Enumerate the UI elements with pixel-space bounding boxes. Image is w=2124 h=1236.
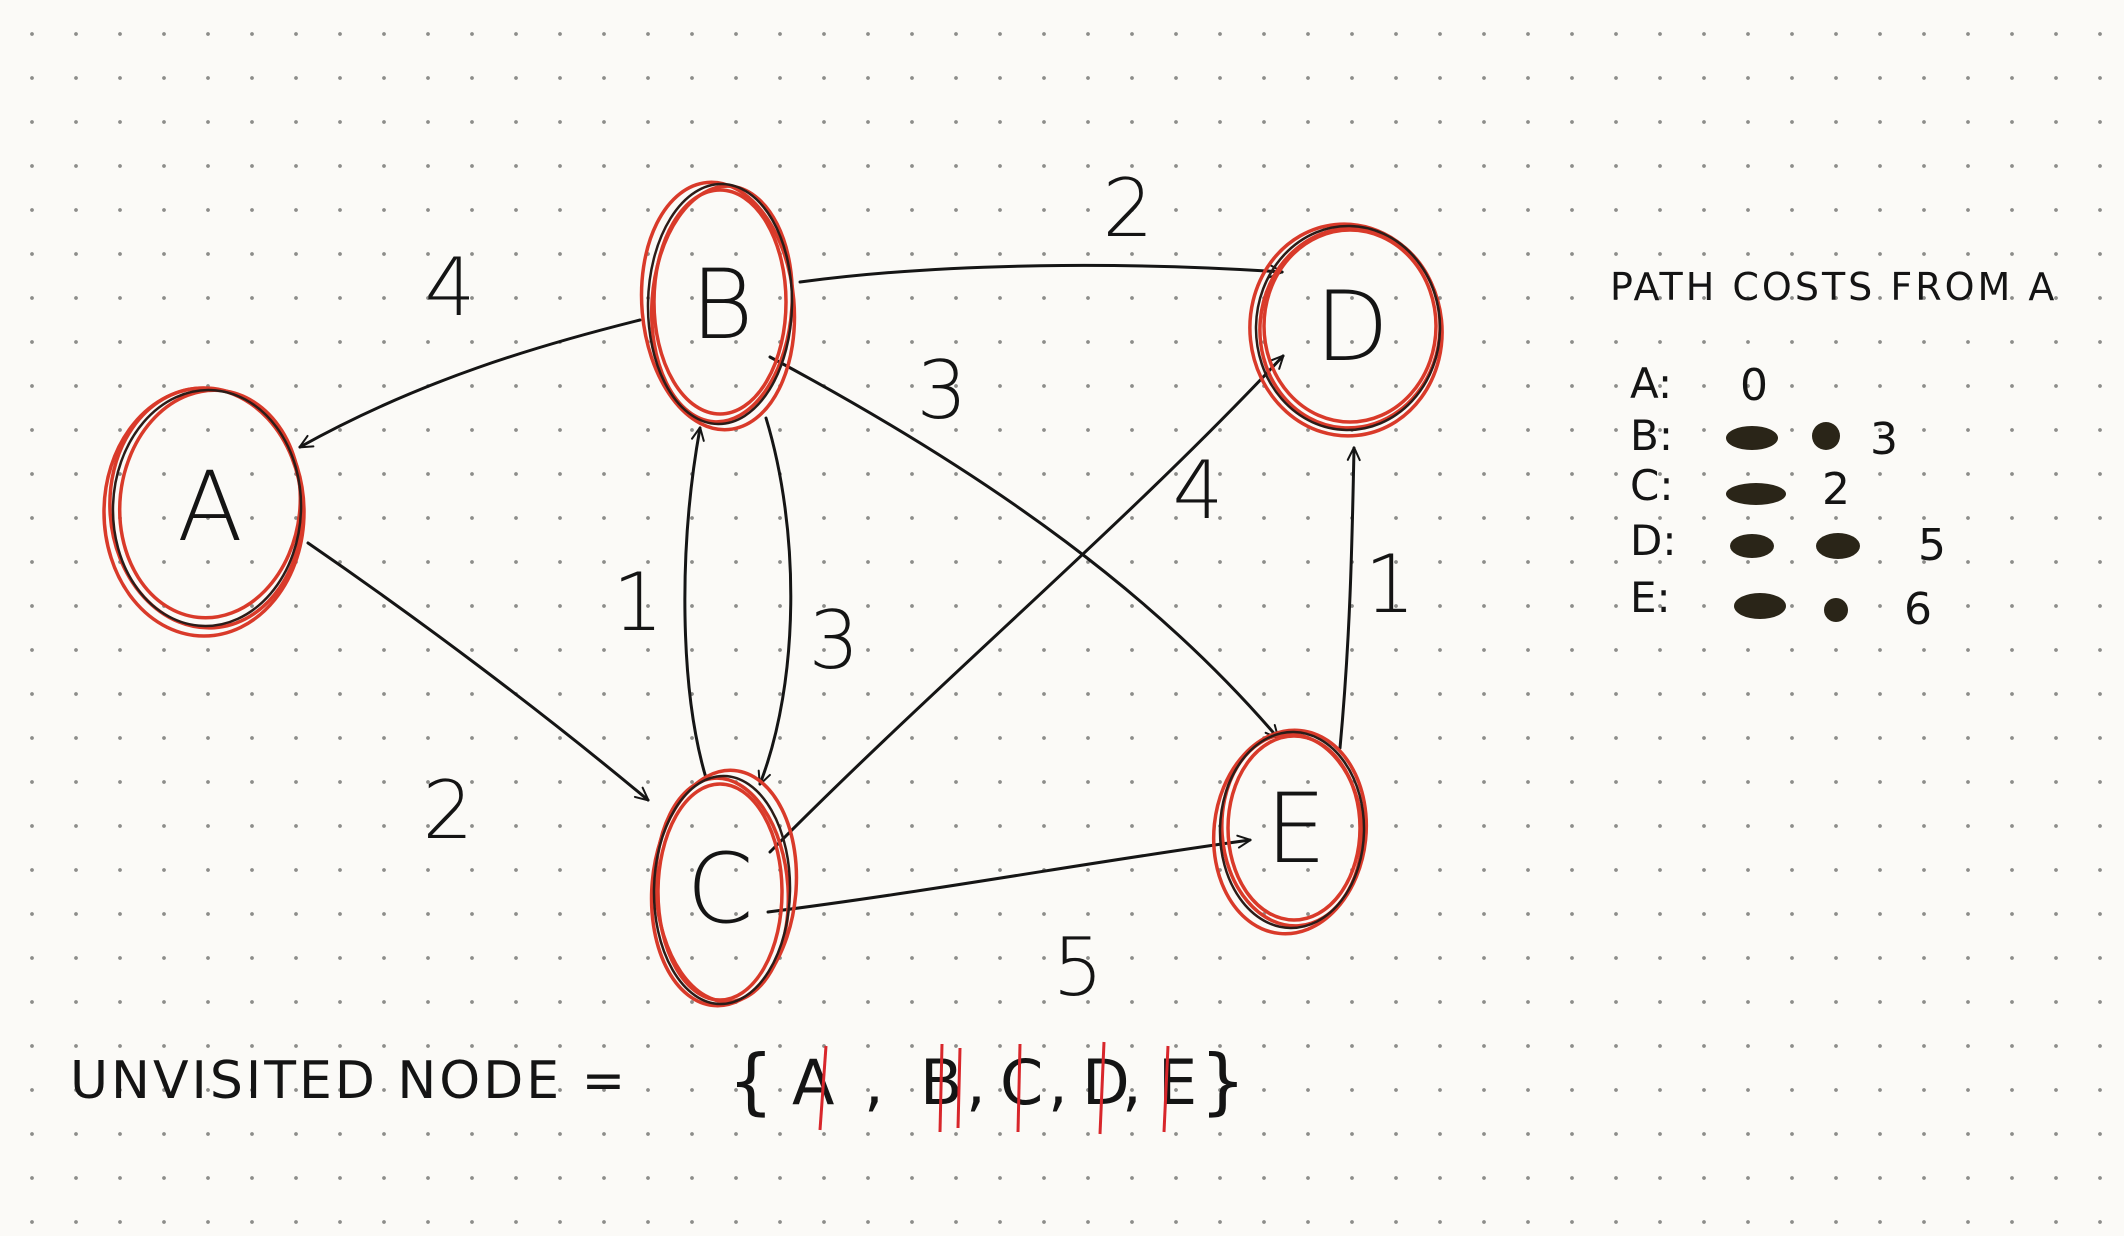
node-label-a: A <box>177 451 243 563</box>
unvisited-item-c: C <box>1000 1046 1043 1119</box>
edge-b-e <box>768 355 1280 740</box>
svg-text:,: , <box>1048 1046 1068 1119</box>
node-label-c: C <box>686 833 753 945</box>
svg-text:,: , <box>1122 1046 1142 1119</box>
weight-c-d: 4 <box>1173 444 1224 537</box>
unvisited-brace-open: { <box>728 1039 774 1123</box>
weight-e-d: 1 <box>1365 538 1416 631</box>
edge-c-d <box>768 354 1285 854</box>
cost-row-key-c: C: <box>1630 461 1673 510</box>
cost-row-key-b: B: <box>1630 411 1673 460</box>
cost-row-key-d: D: <box>1630 516 1677 565</box>
unvisited-item-a: A <box>792 1046 834 1119</box>
strike-e <box>1162 1045 1170 1133</box>
cost-row-value-e: 6 <box>1904 584 1932 635</box>
weight-b-c: 3 <box>809 594 860 687</box>
cost-row-key-a: A: <box>1630 359 1672 408</box>
cost-row-value-c: 2 <box>1822 464 1850 515</box>
scribble-b <box>1726 422 1840 450</box>
svg-text:,: , <box>966 1046 986 1119</box>
node-e: E <box>1211 728 1369 936</box>
scribble-c <box>1726 483 1786 505</box>
strike-d <box>1098 1041 1106 1135</box>
strike-a <box>818 1045 828 1131</box>
unvisited-item-d: D <box>1082 1046 1130 1119</box>
cost-row-value-d: 5 <box>1918 520 1946 571</box>
edge-weights: 4 2 2 3 1 3 4 5 1 <box>423 162 1416 1014</box>
unvisited-nodes: UNVISITED NODE = { A , B , C , D , E } <box>70 1039 1246 1135</box>
weight-a-c: 2 <box>423 764 474 857</box>
edge-b-a <box>298 318 642 449</box>
weight-b-a: 4 <box>425 241 476 334</box>
node-d: D <box>1248 222 1444 438</box>
svg-text:,: , <box>864 1046 884 1119</box>
node-label-e: E <box>1266 773 1327 885</box>
unvisited-brace-close: } <box>1200 1039 1246 1123</box>
node-a: A <box>102 386 306 638</box>
edge-a-c <box>306 541 650 802</box>
weight-c-e: 5 <box>1053 921 1104 1014</box>
scribble-d <box>1730 533 1860 559</box>
edge-e-d <box>1338 446 1361 750</box>
path-costs-panel: PATH COSTS FROM A A: 0 B: 3 C: 2 D: 5 E:… <box>1610 265 2057 635</box>
weight-b-d: 2 <box>1103 162 1154 255</box>
node-b: B <box>639 180 797 432</box>
cost-row-value-b: 3 <box>1870 414 1898 465</box>
edge-c-b <box>683 426 708 780</box>
strike-c <box>1016 1043 1022 1133</box>
cost-row-value-a: 0 <box>1740 360 1768 411</box>
cost-row-key-e: E: <box>1630 573 1671 622</box>
strike-b <box>938 1043 944 1133</box>
unvisited-label: UNVISITED NODE = <box>70 1051 628 1111</box>
edge-b-d <box>798 263 1284 284</box>
weight-b-e: 3 <box>917 344 968 437</box>
path-costs-title: PATH COSTS FROM A <box>1610 265 2057 309</box>
node-c: C <box>649 768 799 1008</box>
scribble-e <box>1734 593 1848 622</box>
edge-b-c <box>757 416 793 786</box>
node-label-b: B <box>691 249 754 361</box>
weight-c-b: 1 <box>613 556 664 649</box>
edges <box>298 263 1361 914</box>
node-label-d: D <box>1315 271 1389 383</box>
edge-c-e <box>766 834 1252 914</box>
